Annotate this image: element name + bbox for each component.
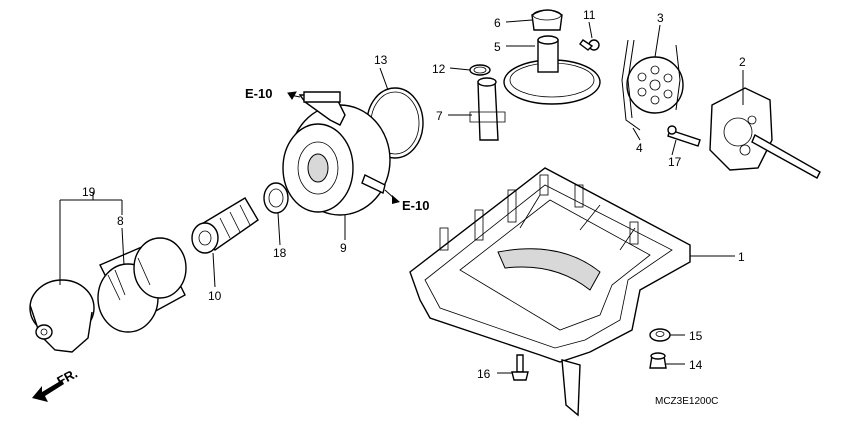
reference-e10-right: E-10: [402, 198, 429, 213]
part-number-4: 4: [636, 141, 643, 155]
part-number-16: 16: [477, 367, 491, 381]
reference-e10-top: E-10: [245, 86, 272, 101]
part-number-6: 6: [494, 16, 501, 30]
part-number-1: 1: [738, 250, 745, 264]
filter-wrench: [29, 279, 95, 353]
oil-filter: [97, 237, 187, 333]
part-number-10: 10: [208, 289, 222, 303]
part-number-9: 9: [340, 241, 347, 255]
drain-bolt: [649, 352, 667, 369]
part-number-12: 12: [432, 62, 446, 76]
washer: [263, 182, 289, 214]
part-number-18: 18: [273, 246, 287, 260]
part-number-19: 19: [82, 185, 96, 199]
part-number-5: 5: [494, 40, 501, 54]
part-number-8: 8: [117, 214, 124, 228]
part-number-2: 2: [739, 55, 746, 69]
cooler-bolt: [191, 197, 259, 254]
oil-cooler: [282, 91, 391, 216]
part-number-7: 7: [436, 109, 443, 123]
oil-strainer: [469, 9, 701, 147]
part-number-11: 11: [583, 8, 596, 22]
sprocket-and-chain: [621, 39, 684, 131]
oil-pan: [409, 167, 691, 417]
diagram-code: MCZ3E1200C: [655, 396, 718, 407]
part-number-14: 14: [689, 358, 703, 372]
bolt-16: [511, 354, 529, 381]
part-number-15: 15: [689, 329, 703, 343]
part-number-13: 13: [374, 53, 388, 67]
part-number-17: 17: [668, 155, 682, 169]
oil-pump: [709, 87, 821, 179]
front-direction-arrow: FR.: [32, 366, 80, 402]
part-number-3: 3: [657, 11, 664, 25]
leader-lines: [59, 19, 744, 374]
washer-15: [649, 328, 671, 342]
